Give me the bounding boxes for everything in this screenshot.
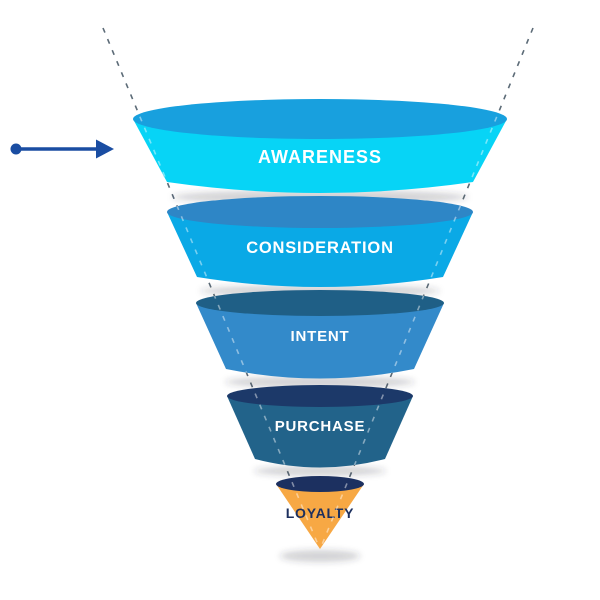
funnel-stage-awareness: AWARENESS (133, 99, 507, 193)
funnel-stage-loyalty: LOYALTY (276, 476, 364, 549)
guide-line-right (320, 27, 534, 548)
guide-line-left-overlay (133, 99, 320, 548)
arrow-indicator (10, 139, 114, 159)
stage-top-ellipse (167, 196, 473, 228)
stage-body (133, 119, 507, 193)
stage-body (196, 303, 444, 379)
shadow-intent (225, 376, 415, 388)
stage-body (227, 396, 413, 468)
funnel-stage-consideration: CONSIDERATION (167, 196, 473, 287)
stage-label-awareness: AWARENESS (258, 147, 382, 167)
shadow-loyalty-tip (280, 550, 360, 562)
stage-top-ellipse (227, 385, 413, 407)
stage-label-intent: INTENT (291, 328, 350, 345)
stage-label-loyalty: LOYALTY (286, 505, 355, 521)
stage-label-purchase: PURCHASE (275, 418, 366, 435)
stage-label-consideration: CONSIDERATION (246, 239, 394, 257)
shadow-purchase (254, 466, 386, 476)
stage-top-ellipse (196, 290, 444, 316)
stage-body (167, 212, 473, 287)
stage-top-ellipse (133, 99, 507, 139)
funnel-stage-intent: INTENT (196, 290, 444, 379)
arrow-head-icon (96, 139, 114, 159)
stage-body (276, 484, 364, 549)
funnel-stage-purchase: PURCHASE (227, 385, 413, 468)
stage-top-ellipse (276, 476, 364, 492)
